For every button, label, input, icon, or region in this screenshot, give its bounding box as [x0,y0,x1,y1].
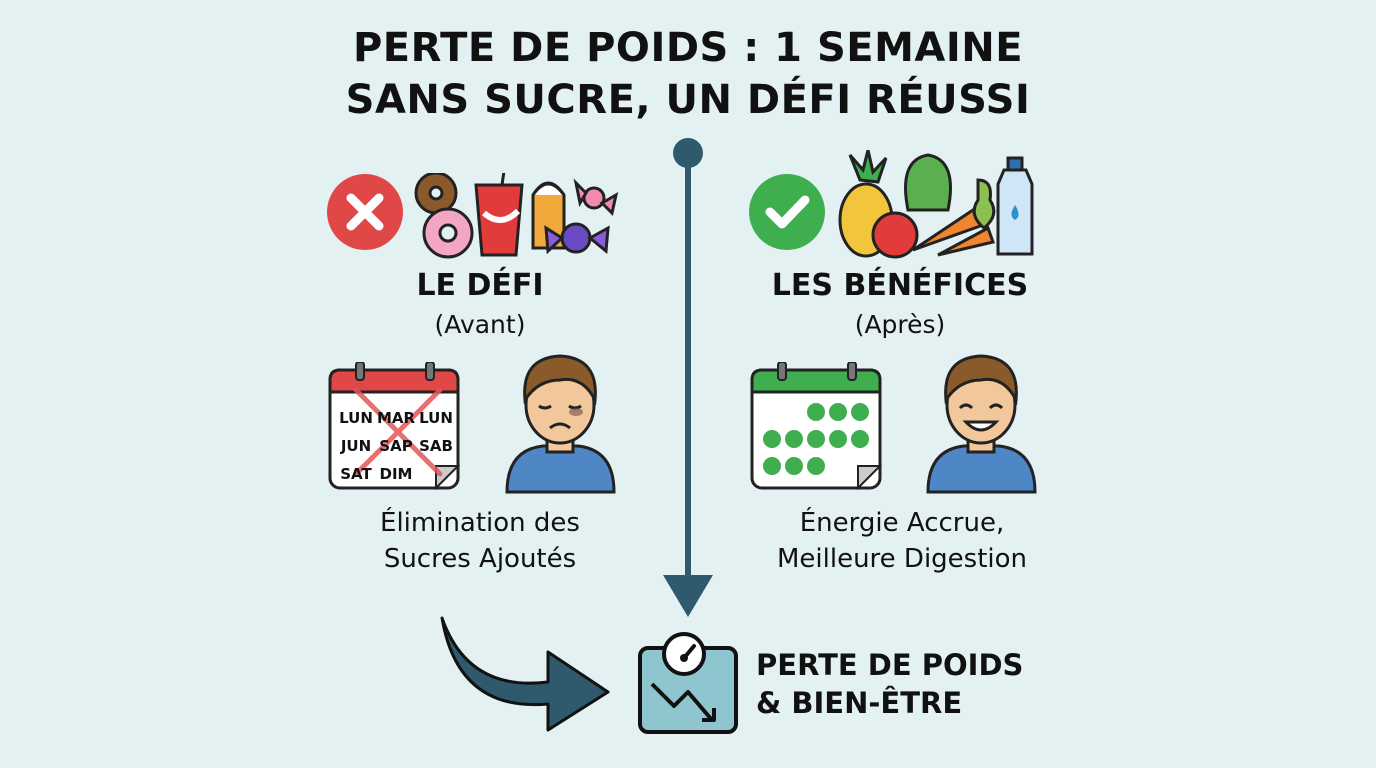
calendar-day: SAT [340,465,372,483]
result-line-1: PERTE DE POIDS [756,648,1024,682]
pear-icon [972,178,996,230]
benefits-heading: LES BÉNÉFICES [771,268,1029,303]
soda-cup-icon [474,173,524,257]
calendar-day: SAP [379,437,413,455]
title-line-1: PERTE DE POIDS : 1 SEMAINE [352,25,1024,71]
apple-icon [871,211,919,259]
calendar-day: DIM [379,465,413,483]
tired-person-icon [505,354,616,494]
weight-scale-icon [638,632,738,734]
calendar-day: LUN [339,409,373,427]
title-line-2: SANS SUCRE, UN DÉFI RÉUSSI [345,77,1031,123]
cross-icon [327,174,403,250]
page-title: PERTE DE POIDS : 1 SEMAINE SANS SUCRE, U… [0,22,1376,126]
donut-icon [414,173,474,259]
happy-person-icon [926,354,1037,494]
result-text: PERTE DE POIDS & BIEN-ÊTRE [756,646,1023,722]
caption-line: Élimination des [380,508,580,538]
calendar-day: JUN [340,437,372,455]
result-line-2: & BIEN-ÊTRE [756,686,963,720]
lettuce-icon [904,153,952,212]
healthy-foods-icons [749,150,1034,259]
calendar-day: LUN [419,409,453,427]
candy-icon [544,178,619,255]
calendar-day: SAB [419,437,453,455]
calendar-day: MAR [376,409,416,427]
sugary-foods-icons [327,173,619,259]
timeline-arrow [663,138,713,617]
water-bottle-icon [996,156,1034,256]
benefits-caption: Énergie Accrue, Meilleure Digestion [692,505,1112,577]
checked-calendar-icon [750,362,882,490]
curved-arrow-icon [440,616,610,732]
challenge-heading: LE DÉFI [416,268,544,303]
benefits-subheading: (Après) [854,310,946,339]
caption-line: Meilleure Digestion [776,544,1028,574]
crossed-calendar-icon: LUN MAR LUN JUN SAP SAB SAT DIM [328,362,460,490]
caption-line: Énergie Accrue, [799,508,1005,538]
caption-line: Sucres Ajoutés [383,544,577,574]
challenge-subheading: (Avant) [434,310,526,339]
challenge-caption: Élimination des Sucres Ajoutés [270,505,690,577]
red-cross-mark [353,387,443,477]
check-icon [749,174,825,250]
